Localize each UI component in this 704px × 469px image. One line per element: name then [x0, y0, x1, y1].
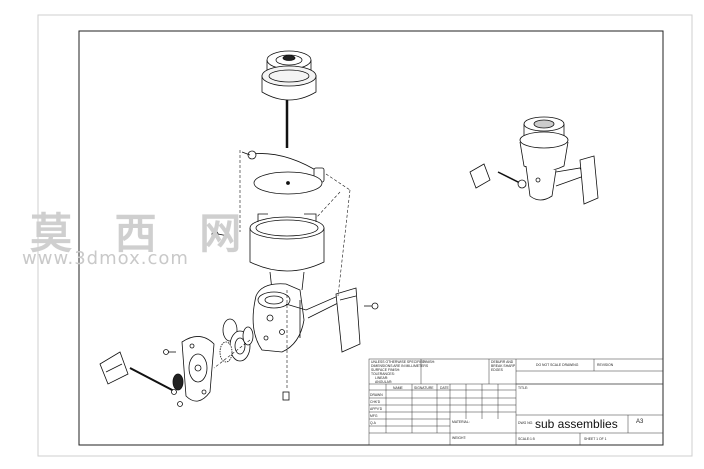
reel-body-part	[252, 283, 341, 353]
tb-do-not-scale: DO NOT SCALE DRAWING	[536, 363, 579, 367]
drawing-title: sub assemblies	[535, 417, 618, 431]
tb-row-drawn: DRAWN	[370, 392, 383, 397]
crank-handle-part	[99, 351, 184, 393]
assembled-view	[469, 116, 599, 205]
spool-part	[261, 50, 317, 148]
exploded-view	[99, 50, 379, 407]
tb-row-approved: APPV'D	[370, 407, 383, 411]
side-cover-part	[181, 336, 215, 402]
tb-row-checked: CHK'D	[370, 400, 381, 404]
tb-col-signature: SIGNATURE	[414, 385, 434, 390]
tb-material: MATERIAL:	[452, 420, 470, 424]
tb-notes: UNLESS OTHERWISE SPECIFIED: DIMENSIONS A…	[371, 360, 429, 384]
explode-lines	[213, 150, 351, 390]
tb-col-name: NAME	[393, 385, 403, 390]
reel-foot-part	[335, 287, 361, 353]
tb-sheet: SHEET 1 OF 1	[584, 437, 607, 441]
tb-weight: WEIGHT:	[452, 436, 467, 440]
tb-scale: SCALE:1:5	[518, 437, 535, 441]
watermark-chinese: 莫 西 网	[30, 209, 256, 258]
outer-border	[37, 14, 693, 457]
sheet-size: A3	[636, 419, 644, 425]
drag-disc-part	[253, 171, 323, 195]
tb-title-label: TITLE:	[518, 386, 529, 390]
tb-revision: REVISION	[597, 363, 614, 367]
screw-parts	[163, 230, 379, 407]
watermark-url: www.3dmox.com	[22, 248, 189, 269]
tb-deburr: DEBURR AND BREAK SHARP EDGES	[491, 360, 516, 372]
tb-finish-label: FINISH:	[423, 360, 436, 364]
tb-row-mfg: MFG	[370, 414, 378, 418]
tb-col-date: DATE	[440, 385, 449, 390]
gear-parts	[219, 318, 254, 363]
title-block	[368, 358, 664, 446]
tb-row-qa: Q.A	[370, 421, 376, 425]
rotor-part	[249, 213, 325, 291]
tb-dwg-no: DWG NO.	[518, 421, 534, 425]
